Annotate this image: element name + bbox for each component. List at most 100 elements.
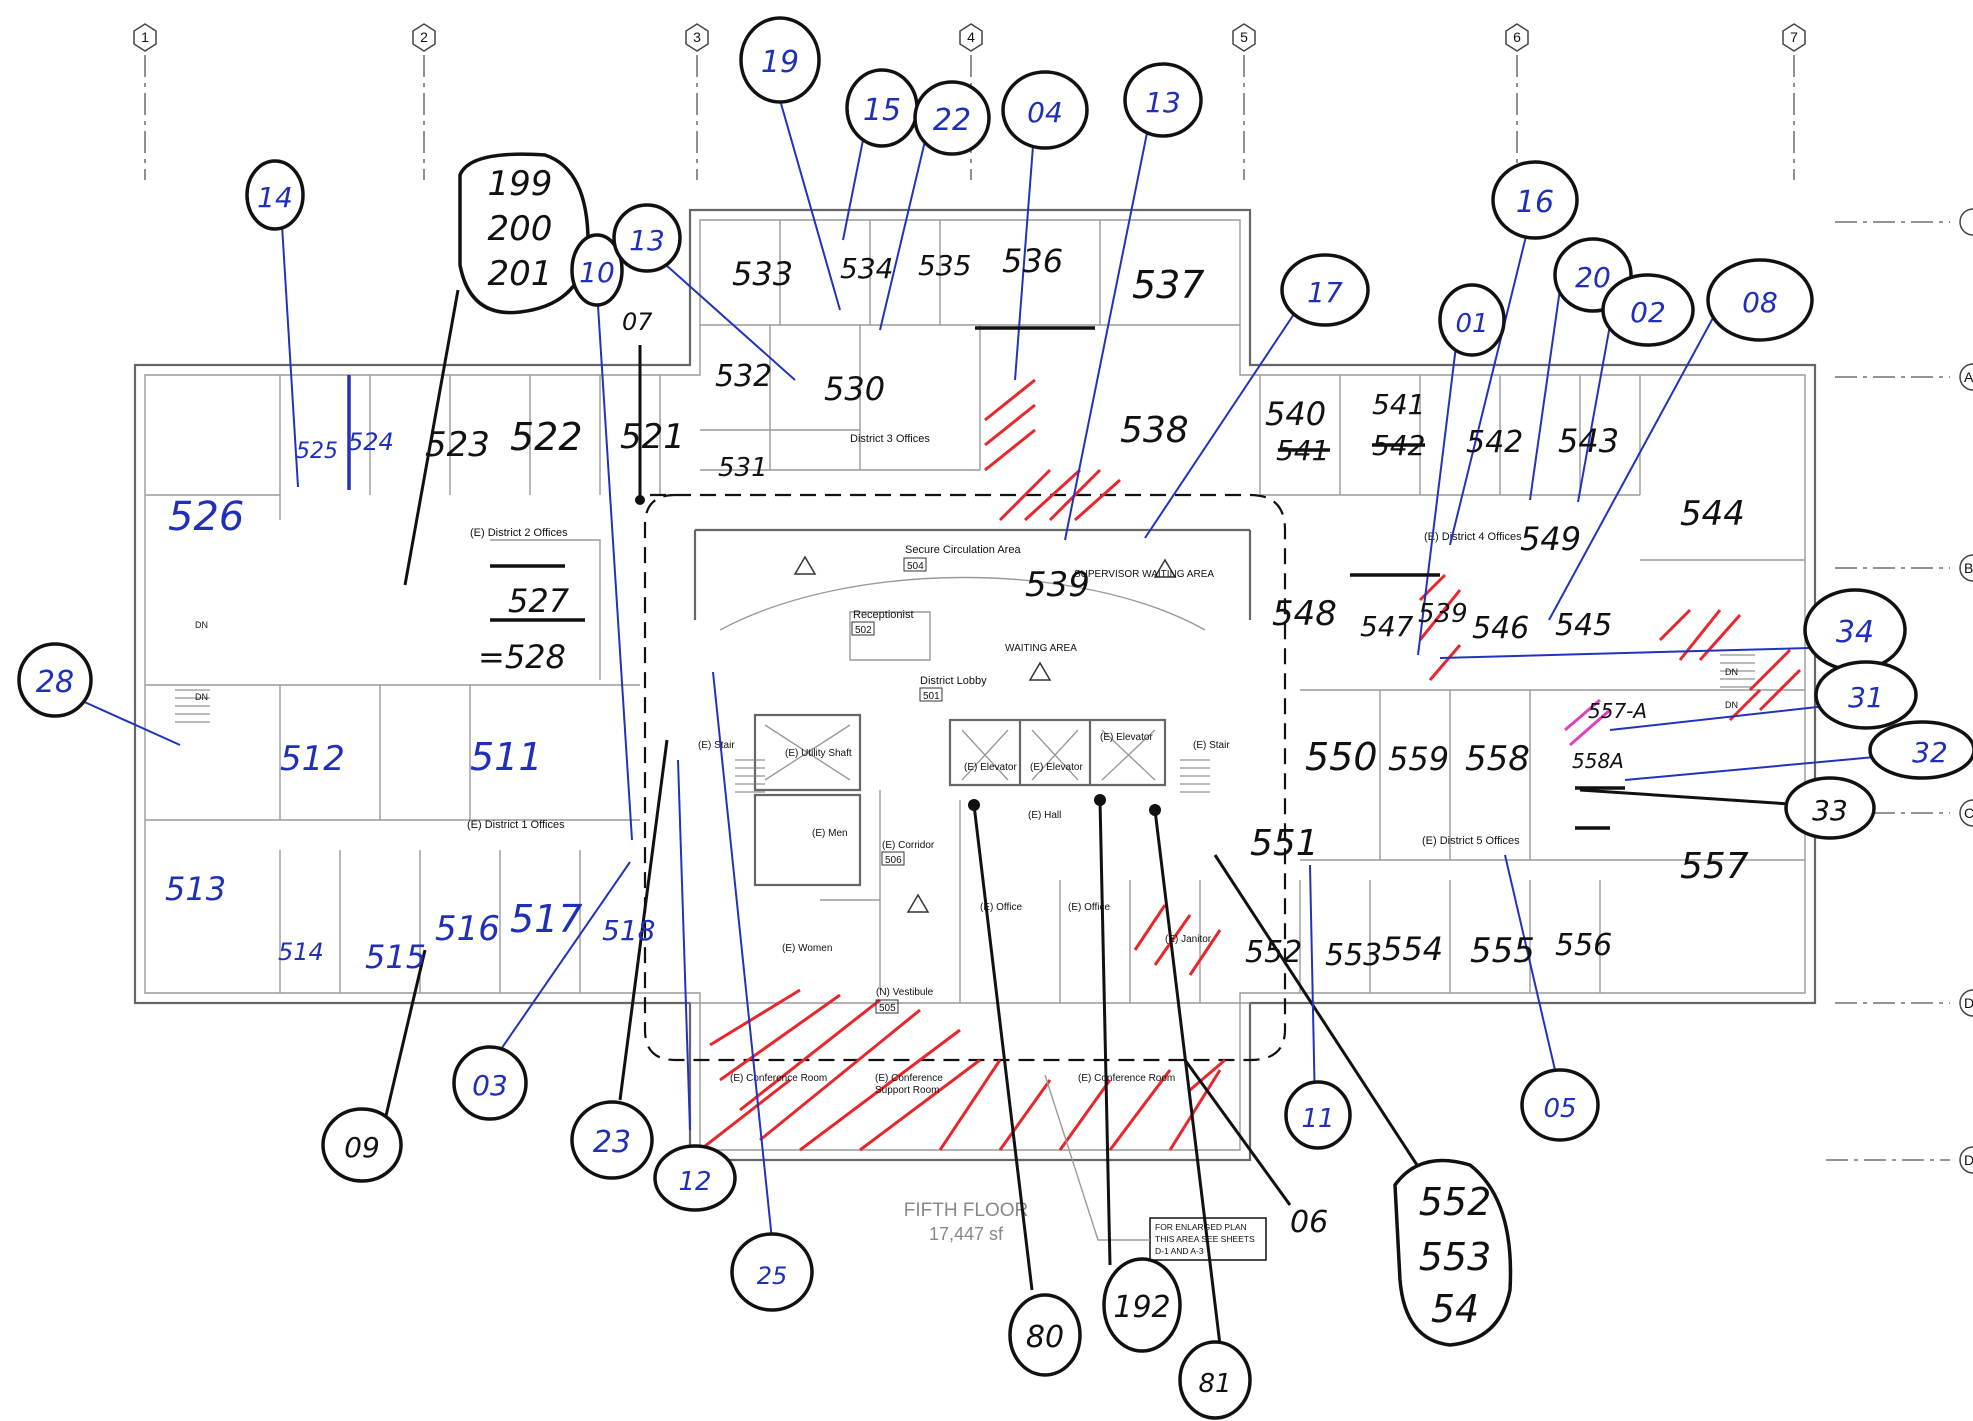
strike-marks [347, 326, 1625, 830]
label-supervisor: SUPERVISOR WAITING AREA [1074, 569, 1214, 580]
svg-text:15: 15 [863, 93, 901, 128]
svg-text:D: D [1964, 995, 1973, 1011]
grid-column-5: 5 [1232, 23, 1256, 180]
callout-28: 28 [17, 642, 93, 718]
room-533: 533 [732, 255, 793, 293]
svg-text:5: 5 [1240, 29, 1248, 45]
room-522: 522 [510, 415, 583, 459]
room-531: 531 [718, 453, 768, 483]
room-525: 525 [296, 439, 338, 464]
room-558a: 558A [1572, 749, 1624, 773]
callouts: 19 15 22 04 13 14 199 200 201 10 13 17 1… [17, 16, 1973, 1420]
grid-row-markers: A B C D D [1826, 208, 1973, 1174]
callout-22: 22 [913, 80, 991, 156]
label-conf-support-1: (E) Conference [875, 1073, 943, 1084]
room-542: 542 [1466, 425, 1523, 460]
svg-text:505: 505 [879, 1003, 896, 1014]
label-women: (E) Women [782, 943, 832, 954]
label-corridor: (E) Corridor [882, 840, 935, 851]
callout-34: 34 [1803, 588, 1907, 672]
callout-33: 33 [1784, 776, 1876, 840]
svg-text:01: 01 [1455, 309, 1488, 339]
svg-text:B: B [1964, 560, 1973, 576]
callout-31: 31 [1814, 660, 1918, 730]
room-536: 536 [1002, 242, 1063, 280]
room-544: 544 [1680, 494, 1745, 534]
label-district5: (E) District 5 Offices [1422, 835, 1520, 847]
room-548: 548 [1272, 594, 1337, 634]
room-513: 513 [165, 870, 226, 908]
svg-text:THIS AREA SEE SHEETS: THIS AREA SEE SHEETS [1155, 1234, 1255, 1244]
label-utility: (E) Utility Shaft [785, 748, 852, 759]
callout-12: 12 [653, 1144, 737, 1212]
callout-11: 11 [1284, 1080, 1352, 1150]
room-554: 554 [1382, 930, 1443, 968]
svg-text:25: 25 [757, 1262, 788, 1290]
magenta-mark [1564, 698, 1611, 747]
svg-text:11: 11 [1301, 1104, 1334, 1134]
callout-23: 23 [570, 1100, 654, 1180]
room-557: 557 [1680, 846, 1749, 887]
label-waiting: WAITING AREA [1005, 643, 1077, 654]
room-534: 534 [840, 252, 893, 285]
label-vestibule: (N) Vestibule [876, 987, 934, 998]
room-553: 553 [1325, 938, 1382, 973]
callout-13-top: 13 [1123, 62, 1203, 138]
room-557a: 557-A [1588, 699, 1647, 723]
svg-text:16: 16 [1516, 185, 1554, 220]
svg-text:192: 192 [1113, 1290, 1170, 1325]
svg-text:DN: DN [1725, 700, 1738, 710]
leader-dots [635, 495, 1161, 816]
red-hatch-areas [699, 378, 1802, 1152]
callout-199-200-201: 199 200 201 [458, 152, 590, 315]
svg-text:80: 80 [1026, 1320, 1064, 1355]
svg-text:12: 12 [678, 1167, 711, 1197]
room-552: 552 [1245, 935, 1302, 970]
svg-text:199: 199 [488, 164, 553, 204]
label-district2: (E) District 2 Offices [470, 527, 568, 539]
callout-10: 10 [570, 233, 624, 307]
label-office2: (E) Office [1068, 902, 1110, 913]
svg-text:A: A [1964, 369, 1973, 385]
svg-text:506: 506 [885, 855, 902, 866]
label-conf-support-2: Support Room [875, 1085, 939, 1096]
callout-19: 19 [739, 16, 821, 104]
label-elev1: (E) Elevator [964, 762, 1017, 773]
label-lobby: District Lobby [920, 675, 987, 687]
callout-25: 25 [730, 1232, 814, 1312]
callout-05: 05 [1520, 1068, 1600, 1142]
leader-lines [79, 99, 1876, 1346]
svg-text:03: 03 [472, 1069, 508, 1102]
grid-column-markers: 1 2 3 4 5 6 7 [133, 23, 1806, 180]
label-district1: (E) District 1 Offices [467, 819, 565, 831]
callout-17: 17 [1280, 253, 1370, 327]
svg-text:501: 501 [923, 691, 940, 702]
callout-80: 80 [1008, 1293, 1082, 1377]
grid-column-6: 6 [1505, 23, 1529, 180]
svg-text:04: 04 [1027, 96, 1063, 129]
room-numbers: 533 534 535 536 537 532 530 531 538 540 … [165, 242, 1749, 976]
room-549: 549 [1520, 520, 1581, 558]
svg-text:28: 28 [36, 665, 74, 700]
callout-08: 08 [1706, 258, 1814, 342]
floor-title: FIFTH FLOOR [904, 1200, 1029, 1221]
grid-column-2: 2 [412, 23, 436, 180]
callout-02: 02 [1601, 273, 1695, 347]
svg-text:C: C [1964, 805, 1973, 821]
callout-16: 16 [1491, 160, 1579, 240]
svg-text:33: 33 [1812, 794, 1848, 827]
room-545: 545 [1555, 608, 1612, 643]
callout-552-553-54: 552 553 54 [1393, 1158, 1513, 1347]
grid-column-1: 1 [133, 23, 157, 180]
svg-text:504: 504 [907, 561, 924, 572]
callout-01: 01 [1438, 283, 1506, 357]
room-523: 523 [425, 425, 490, 465]
svg-text:05: 05 [1543, 1094, 1576, 1124]
svg-text:1: 1 [141, 29, 149, 45]
svg-text:09: 09 [344, 1131, 380, 1164]
svg-text:81: 81 [1198, 1369, 1231, 1399]
svg-text:4: 4 [967, 29, 975, 45]
label-elev2: (E) Elevator [1030, 762, 1083, 773]
room-517: 517 [510, 897, 583, 941]
svg-text:13: 13 [1145, 86, 1181, 119]
